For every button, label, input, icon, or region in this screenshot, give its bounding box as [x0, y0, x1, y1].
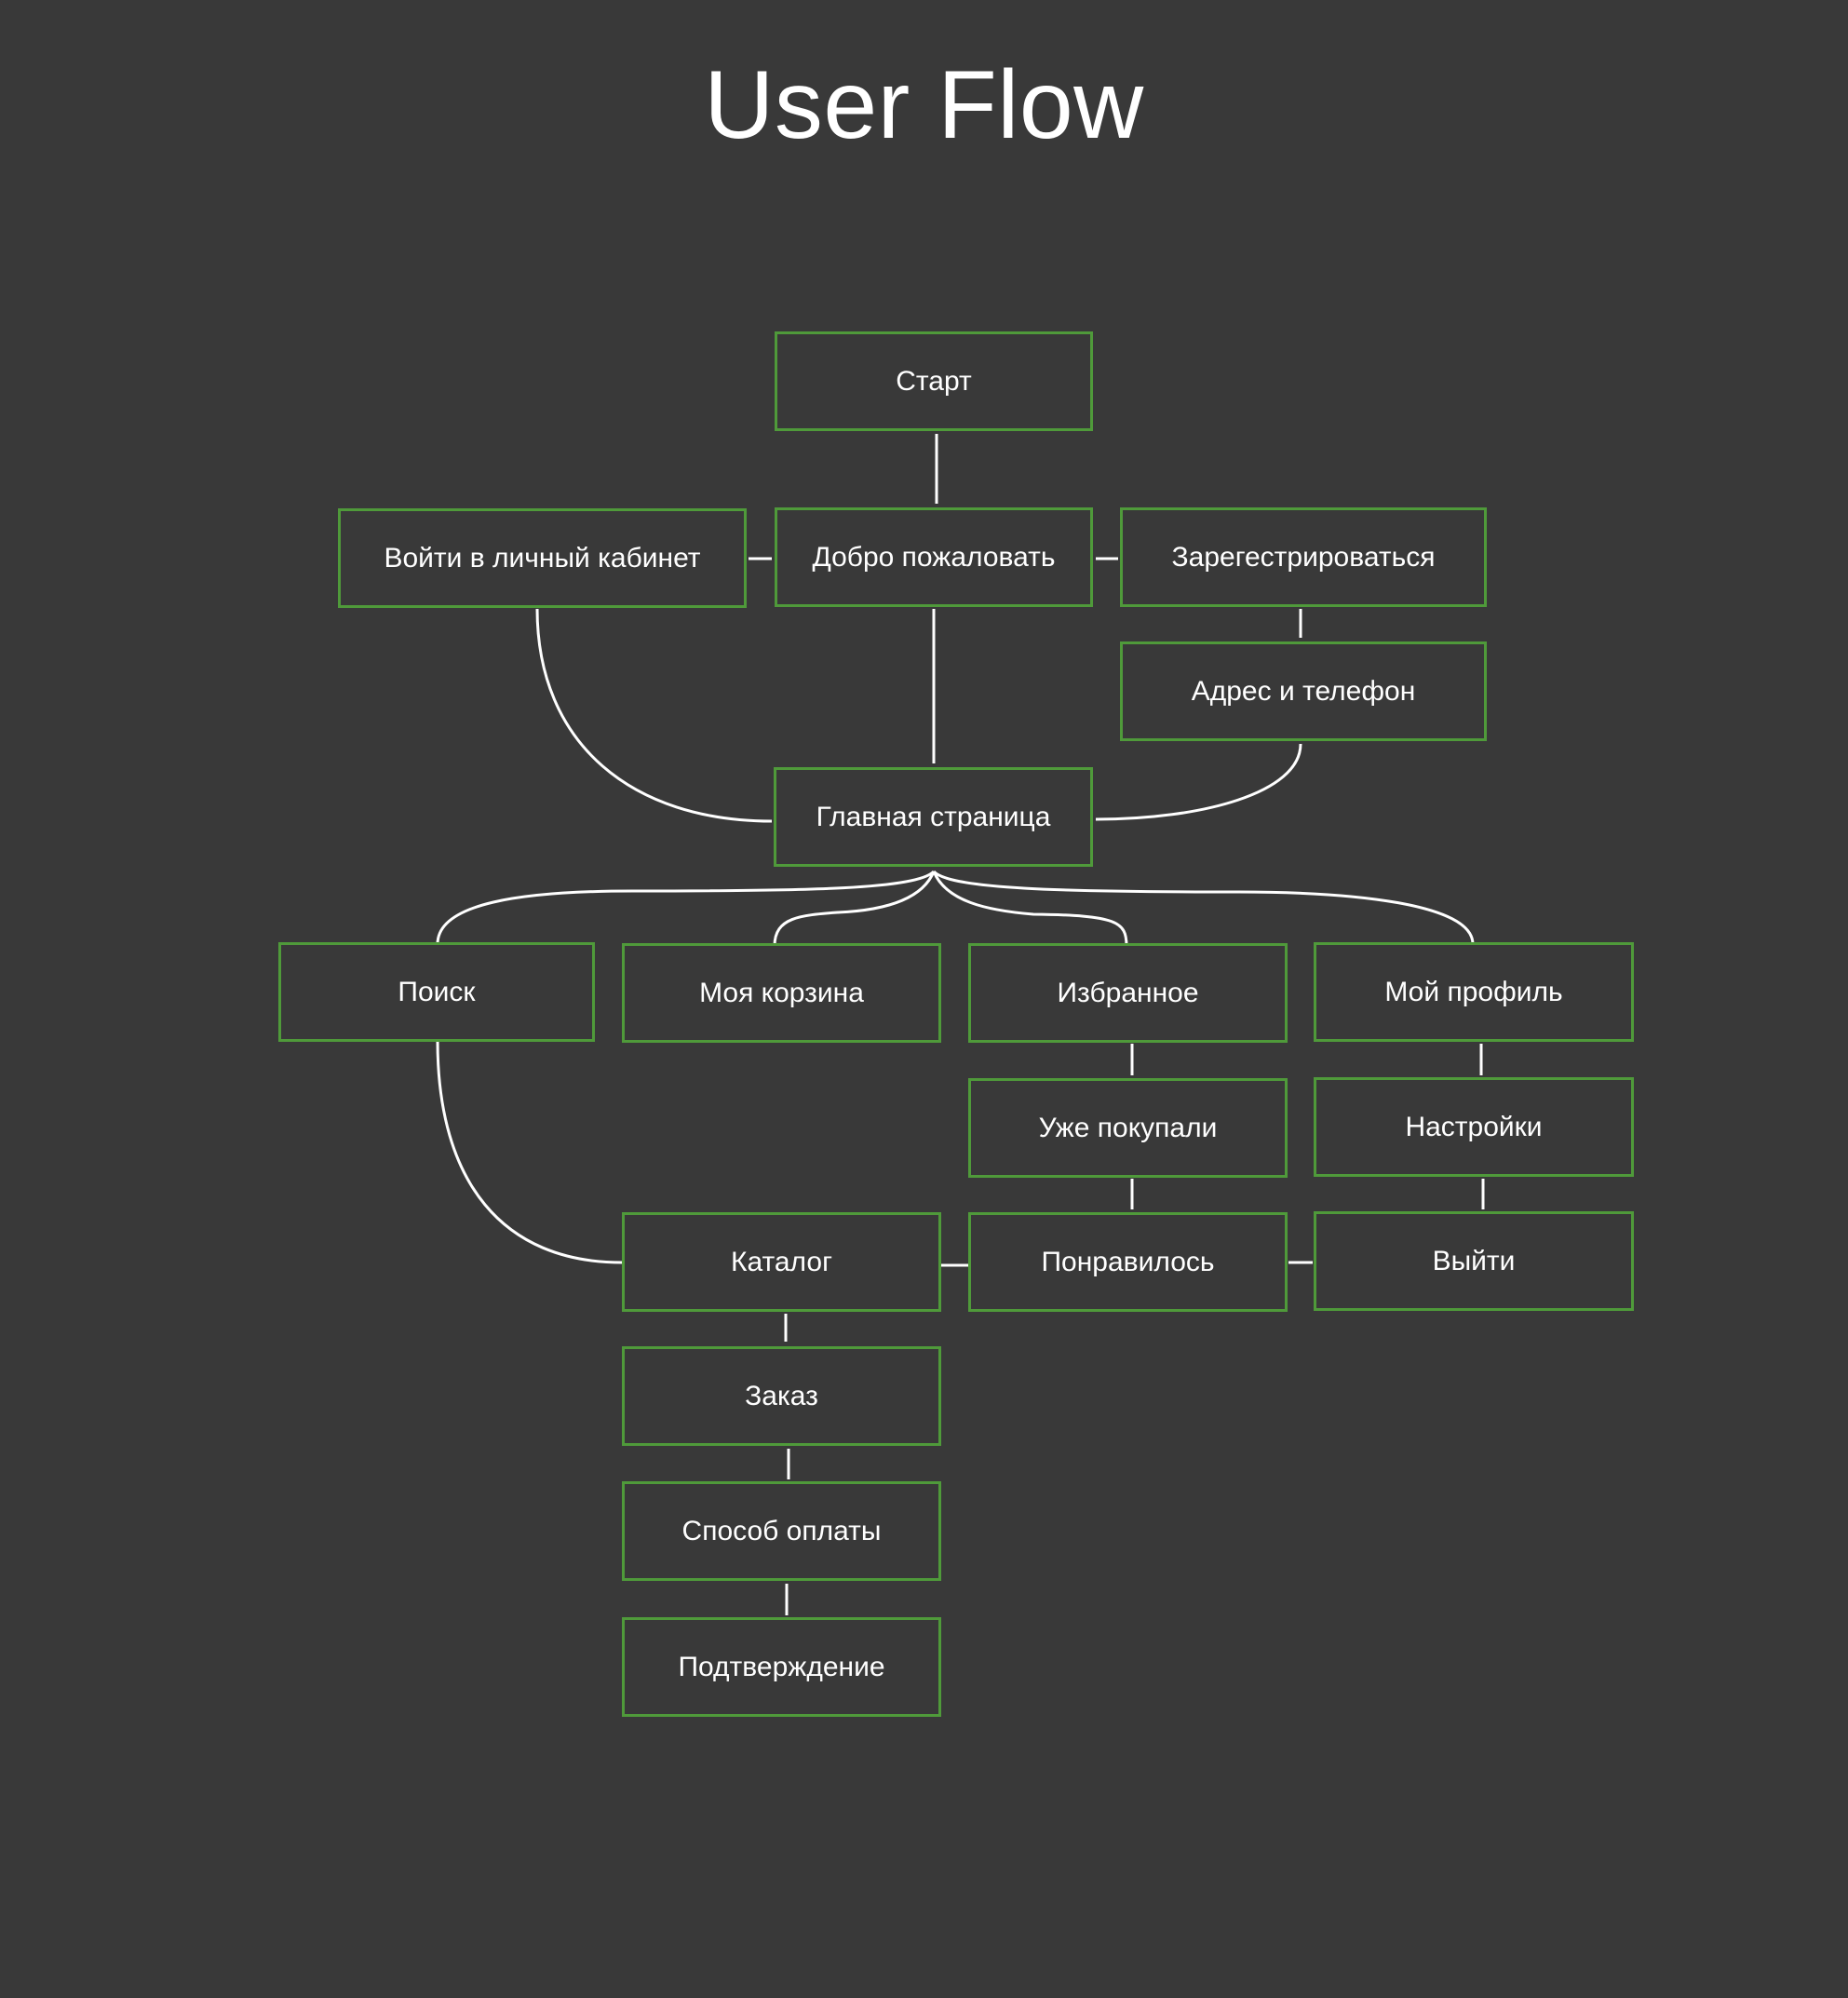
- node-my-cart[interactable]: Моя корзина: [622, 943, 941, 1043]
- node-welcome-label: Добро пожаловать: [812, 541, 1056, 573]
- node-register-label: Зарегестрироваться: [1171, 541, 1436, 573]
- node-my-profile-label: Мой профиль: [1384, 976, 1563, 1007]
- node-confirmation[interactable]: Подтверждение: [622, 1617, 941, 1717]
- node-start-label: Старт: [896, 365, 972, 397]
- node-welcome[interactable]: Добро пожаловать: [775, 507, 1093, 607]
- node-address-phone[interactable]: Адрес и телефон: [1120, 641, 1487, 741]
- node-favorites[interactable]: Избранное: [968, 943, 1288, 1043]
- edge-address-main: [1095, 743, 1302, 821]
- node-my-profile[interactable]: Мой профиль: [1314, 942, 1634, 1042]
- node-payment-method[interactable]: Способ оплаты: [622, 1481, 941, 1581]
- node-start[interactable]: Старт: [775, 331, 1093, 431]
- node-logout[interactable]: Выйти: [1314, 1211, 1634, 1311]
- node-settings[interactable]: Настройки: [1314, 1077, 1634, 1177]
- node-login-label: Войти в личный кабинет: [384, 542, 701, 574]
- edge-main-cart: [773, 871, 936, 947]
- edge-main-favorites: [932, 871, 1128, 947]
- node-logout-label: Выйти: [1432, 1245, 1516, 1276]
- node-catalog[interactable]: Каталог: [622, 1212, 941, 1312]
- node-settings-label: Настройки: [1405, 1111, 1543, 1142]
- diagram-title: User Flow: [704, 51, 1144, 159]
- node-catalog-label: Каталог: [730, 1246, 833, 1277]
- node-already-bought[interactable]: Уже покупали: [968, 1078, 1288, 1178]
- node-order-label: Заказ: [745, 1380, 818, 1411]
- node-address-phone-label: Адрес и телефон: [1191, 675, 1416, 707]
- node-my-cart-label: Моя корзина: [699, 977, 864, 1008]
- node-search-label: Поиск: [398, 976, 476, 1007]
- node-confirmation-label: Подтверждение: [678, 1651, 885, 1682]
- node-search[interactable]: Поиск: [278, 942, 595, 1042]
- edge-main-profile: [932, 870, 1475, 945]
- node-payment-method-label: Способ оплаты: [681, 1515, 882, 1546]
- node-register[interactable]: Зарегестрироваться: [1120, 507, 1487, 607]
- node-login[interactable]: Войти в личный кабинет: [338, 508, 747, 608]
- node-main-page[interactable]: Главная страница: [774, 767, 1093, 867]
- edge-search-catalog: [436, 1040, 623, 1264]
- node-main-page-label: Главная страница: [816, 801, 1051, 832]
- edge-main-search: [436, 870, 936, 945]
- edge-login-main: [535, 608, 773, 823]
- node-order[interactable]: Заказ: [622, 1346, 941, 1446]
- node-favorites-label: Избранное: [1057, 977, 1199, 1008]
- node-liked[interactable]: Понравилось: [968, 1212, 1288, 1312]
- node-liked-label: Понравилось: [1041, 1246, 1215, 1277]
- node-already-bought-label: Уже покупали: [1038, 1112, 1218, 1143]
